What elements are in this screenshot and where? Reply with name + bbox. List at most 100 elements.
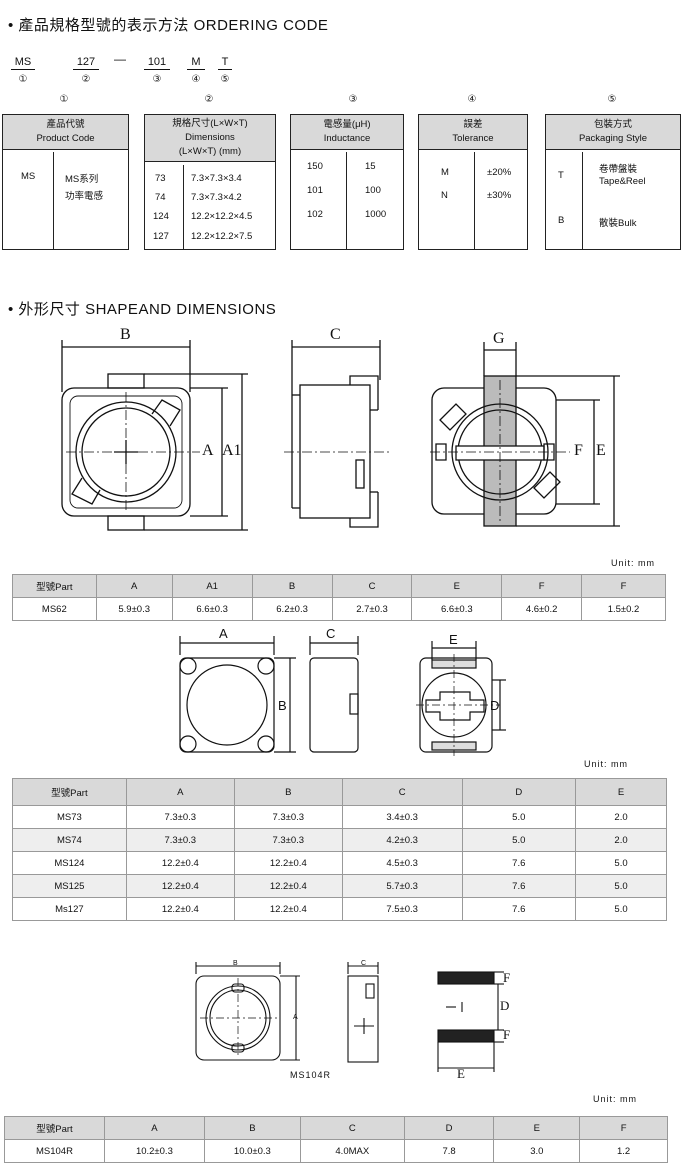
table-header: F (501, 574, 583, 598)
code-dash: — (114, 52, 126, 66)
inductance-box: 電感量(μH) Inductance 150 15 101 100 102 100… (290, 114, 404, 250)
size-dim: 12.2×12.2×7.5 (191, 231, 253, 242)
table-cell: 4.0MAX (299, 1139, 405, 1163)
table-cell: 5.0 (461, 828, 577, 852)
inductance-code: 102 (307, 209, 323, 220)
table-cell: 10.2±0.3 (103, 1139, 205, 1163)
table-cell: 1.5±0.2 (581, 597, 666, 621)
table-header: 型號Part (4, 1116, 105, 1140)
table-cell: 12.2±0.4 (125, 874, 235, 898)
packaging-sub: Packaging Style (578, 133, 648, 144)
tolerance-code: N (441, 190, 448, 201)
packaging-title: 包裝方式 (593, 119, 632, 130)
product-code-desc2: 功率電感 (65, 191, 104, 202)
table-header: D (461, 778, 577, 806)
table-cell: 12.2±0.4 (233, 897, 343, 921)
table-cell: 12.2±0.4 (125, 897, 235, 921)
table-header: C (341, 778, 463, 806)
packaging-code: B (558, 215, 565, 226)
dim-label-B: B (120, 326, 131, 343)
code-num-5: ⑤ (220, 74, 230, 85)
table-header: B (203, 1116, 301, 1140)
size-code: 73 (155, 173, 166, 184)
product-code-title: 產品代號 (46, 119, 85, 130)
table-cell: 12.2±0.4 (233, 874, 343, 898)
table-row: MS124 12.2±0.4 12.2±0.4 4.5±0.3 7.6 5.0 (12, 851, 667, 875)
code-num-2: ② (81, 74, 91, 85)
size-code: 127 (153, 231, 169, 242)
tolerance-value: ±20% (487, 167, 512, 178)
packaging-value: 散裝Bulk (599, 218, 637, 229)
dim-label-A: A (202, 442, 214, 459)
table-cell: 7.3±0.3 (125, 828, 235, 852)
inductance-value: 15 (365, 161, 376, 172)
tolerance-title: 誤差 (463, 119, 483, 130)
table-row: MS125 12.2±0.4 12.2±0.4 5.7±0.3 7.6 5.0 (12, 874, 667, 898)
packaging-value-en: Tape&Reel (599, 176, 646, 187)
box-num-4: ④ (467, 94, 477, 105)
box-num-1: ① (59, 94, 69, 105)
dimension-table-ms104r: 型號Part A B C D E F MS104R 10.2±0.3 10.0±… (4, 1116, 668, 1163)
dim-label-B: B (233, 960, 238, 967)
inductance-title: 電感量(μH) (323, 119, 371, 130)
table-cell: MS62 (12, 597, 97, 621)
tolerance-box: 誤差 Tolerance M ±20% N ±30% (418, 114, 528, 250)
dim-label-C: C (326, 626, 336, 641)
table-header: A (95, 574, 173, 598)
table-row: MS104R 10.2±0.3 10.0±0.3 4.0MAX 7.8 3.0 … (4, 1139, 668, 1163)
table-row: Ms127 12.2±0.4 12.2±0.4 7.5±0.3 7.6 5.0 (12, 897, 667, 921)
size-title: 規格尺寸(L×W×T) (172, 118, 248, 129)
table-header: E (493, 1116, 581, 1140)
dim-label-F: F (574, 442, 583, 459)
size-box: 規格尺寸(L×W×T) Dimensions (L×W×T) (mm) 73 7… (144, 114, 276, 250)
box-num-2: ② (204, 94, 214, 105)
table-header: C (299, 1116, 405, 1140)
dim-label-B: B (278, 698, 287, 713)
ordering-title: • 產品規格型號的表示方法 ORDERING CODE (8, 17, 329, 34)
table-header: 型號Part (12, 574, 97, 598)
code-segment-4: M (186, 56, 206, 70)
table-cell: 1.2 (579, 1139, 668, 1163)
dim-label-C: C (361, 960, 367, 967)
table-cell: 2.7±0.3 (331, 597, 413, 621)
dim-label-A: A (219, 626, 228, 641)
dim-label-E: E (596, 442, 606, 459)
fig-caption: MS104R (290, 1070, 332, 1080)
table-cell: 4.5±0.3 (341, 851, 463, 875)
inductance-code: 150 (307, 161, 323, 172)
inductance-sub: Inductance (323, 133, 371, 144)
size-dim: 7.3×7.3×4.2 (191, 192, 242, 203)
size-dim: 12.2×12.2×4.5 (191, 211, 253, 222)
table-cell: 7.3±0.3 (125, 805, 235, 829)
table-row: MS62 5.9±0.3 6.6±0.3 6.2±0.3 2.7±0.3 6.6… (12, 597, 666, 621)
dim-label-G: G (493, 330, 505, 347)
unit-label-2: Unit: mm (584, 759, 628, 769)
table-cell: 7.6 (461, 851, 577, 875)
tolerance-value: ±30% (487, 190, 512, 201)
size-sub1: Dimensions (185, 132, 235, 143)
tolerance-code: M (441, 167, 449, 178)
unit-label-1: Unit: mm (611, 558, 655, 568)
unit-label-3: Unit: mm (593, 1094, 637, 1104)
inductance-code: 101 (307, 185, 323, 196)
table-cell: 6.6±0.3 (171, 597, 253, 621)
table-cell: 6.2±0.3 (251, 597, 333, 621)
table-cell: MS124 (12, 851, 127, 875)
size-dim: 7.3×7.3×3.4 (191, 173, 242, 184)
packaging-code: T (558, 170, 564, 181)
code-segment-1: MS (8, 56, 38, 70)
table-cell: 5.0 (575, 897, 667, 921)
tolerance-sub: Tolerance (452, 133, 494, 144)
table-cell: 5.9±0.3 (95, 597, 173, 621)
table-cell: MS104R (4, 1139, 105, 1163)
table-cell: 12.2±0.4 (125, 851, 235, 875)
table-header: A1 (171, 574, 253, 598)
inductance-value: 100 (365, 185, 381, 196)
table-cell: 7.5±0.3 (341, 897, 463, 921)
shape-title: • 外形尺寸 SHAPEAND DIMENSIONS (8, 301, 277, 318)
inductance-value: 1000 (365, 209, 387, 220)
table-header: E (411, 574, 503, 598)
